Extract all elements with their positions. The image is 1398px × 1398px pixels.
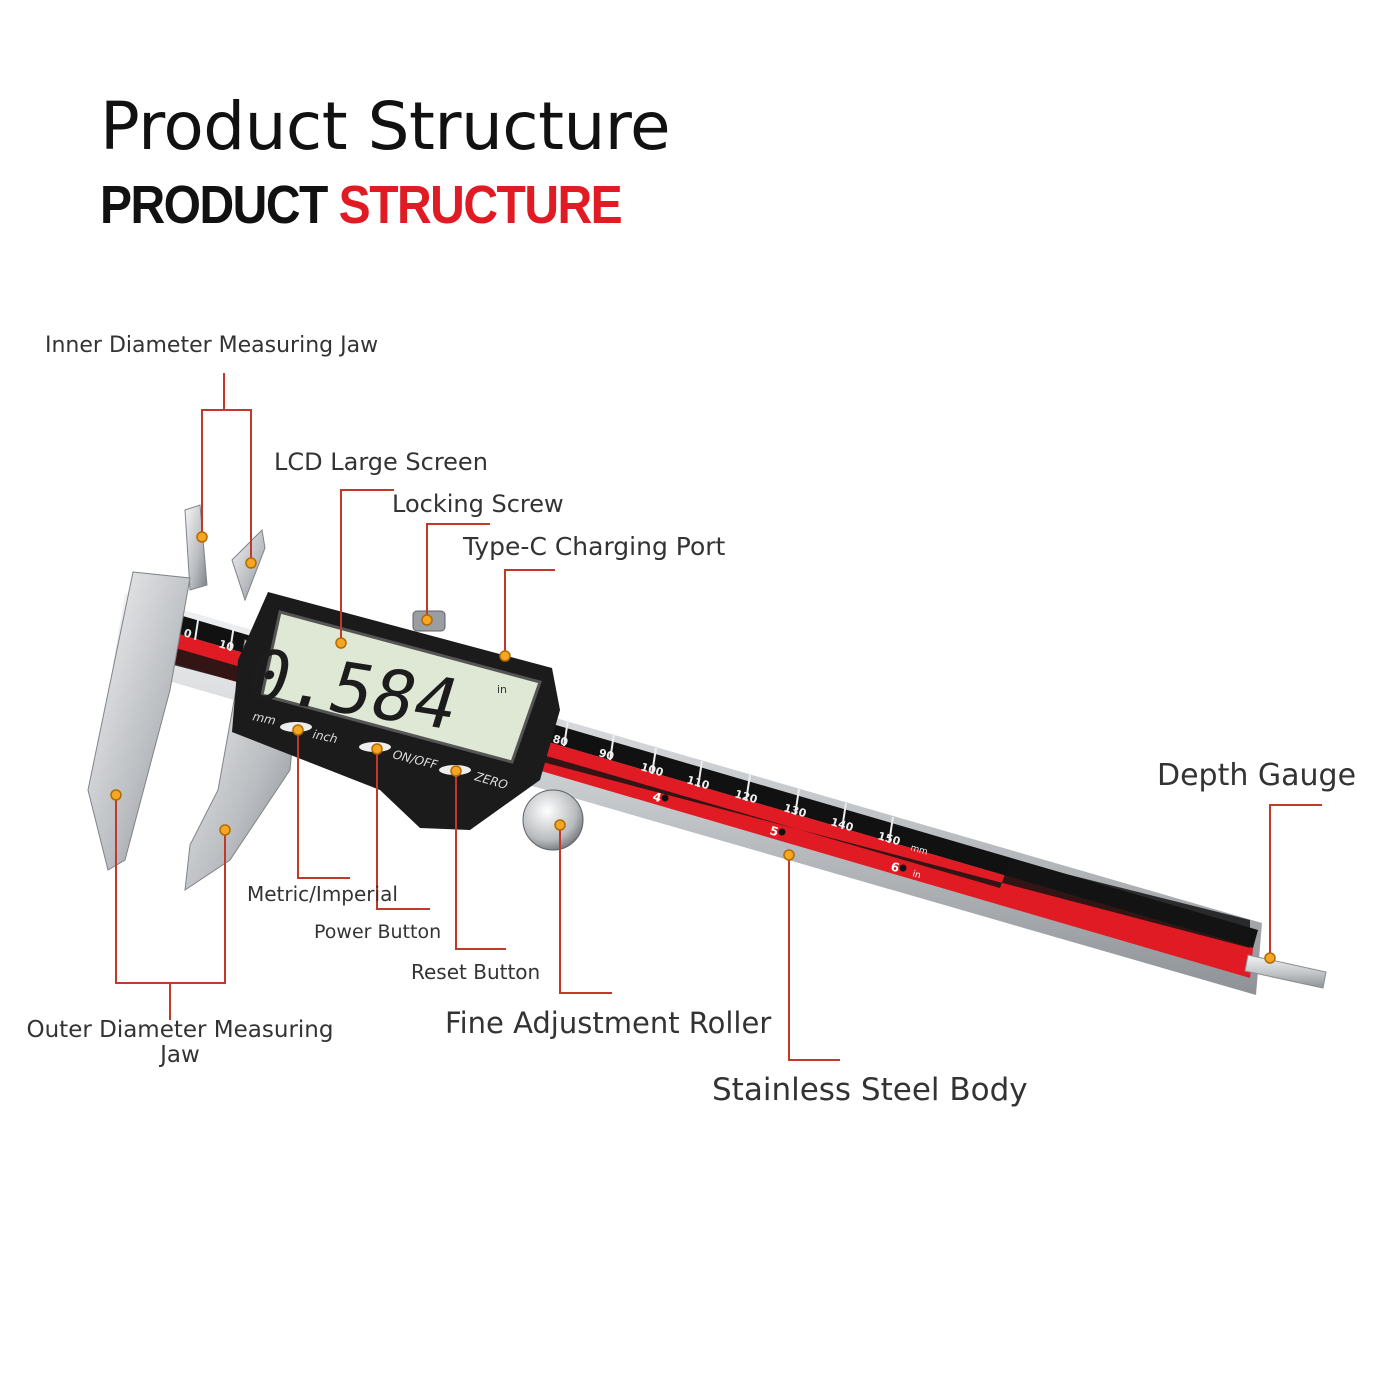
dot-typec <box>499 650 511 662</box>
dot-inner-left <box>196 531 208 543</box>
scale-tick-line <box>888 816 894 844</box>
inch-label: inch <box>311 727 339 746</box>
scale-tick-line <box>563 719 569 747</box>
mm-label: mm <box>251 709 277 728</box>
callout-line-lcd <box>340 489 394 643</box>
scale-inch-dot <box>661 794 669 802</box>
callout-line-typec <box>504 569 555 656</box>
label-lcd-screen: LCD Large Screen <box>274 448 488 476</box>
scale-tick-line <box>841 802 847 830</box>
callout-line-inner-right <box>224 409 252 563</box>
scale-unit-in: in <box>911 869 922 881</box>
outer-jaw-fixed <box>87 571 191 871</box>
label-locking-screw: Locking Screw <box>392 490 564 518</box>
label-power-button: Power Button <box>314 921 442 943</box>
callout-dots <box>110 531 1276 964</box>
callout-line-depth <box>1269 804 1322 958</box>
label-type-c-port: Type-C Charging Port <box>463 532 726 561</box>
scale-tick-label: 90 <box>597 746 616 763</box>
scale-tick-label: 0 <box>182 626 193 641</box>
dot-lcd <box>335 637 347 649</box>
page-title: Product Structure <box>100 88 671 165</box>
scale-inch-dot <box>899 864 907 872</box>
scale-tick-line <box>651 747 657 775</box>
scale-tick-line <box>609 733 615 761</box>
callout-line-lock <box>426 523 490 620</box>
dot-outer-left <box>110 789 122 801</box>
callout-line-metric <box>297 730 350 879</box>
callout-line-steel <box>788 855 840 1061</box>
fine-roller-wheel <box>522 789 584 851</box>
dot-metric <box>292 724 304 736</box>
scale-tick-label: 100 <box>639 760 665 779</box>
scale-tick-label: 80 <box>551 732 570 749</box>
label-fine-roller: Fine Adjustment Roller <box>445 1006 772 1040</box>
lcd-screen <box>260 610 542 764</box>
callout-line-reset <box>455 771 506 950</box>
label-metric-imperial: Metric/Imperial <box>247 882 398 906</box>
scale-tick-line <box>697 760 703 788</box>
label-depth-gauge: Depth Gauge <box>1157 758 1357 793</box>
dot-inner-right <box>245 557 257 569</box>
scale-inch-label: 5 <box>768 823 780 839</box>
scale-tick-label: 150 <box>876 829 902 848</box>
scale-tick-line <box>794 788 800 816</box>
scale-inch-dot <box>778 828 786 836</box>
scale-ticks: 0 10 80 90 100 110 120 130 140 150 mm 4 5 6 in <box>182 613 929 881</box>
callout-line-power <box>376 749 430 910</box>
scale-unit-mm: mm <box>909 843 929 857</box>
callout-line-inner-left <box>201 373 225 537</box>
label-outer-jaw: Outer Diameter Measuring Jaw <box>26 1017 334 1068</box>
page-subtitle: PRODUCT STRUCTURE <box>100 175 623 237</box>
lcd-housing: 0.584 in mm inch ON/OFF ZERO <box>232 592 560 830</box>
callout-lines <box>115 373 1322 1061</box>
label-steel-body: Stainless Steel Body <box>712 1072 1028 1108</box>
scale-tick-line <box>194 613 200 641</box>
label-reset-button: Reset Button <box>411 960 541 984</box>
scale-tick-label: 120 <box>733 787 759 806</box>
dot-steel <box>783 849 795 861</box>
scale-tick-label: 140 <box>829 815 855 834</box>
depth-gauge-rod <box>1244 954 1327 989</box>
dot-power <box>371 743 383 755</box>
dot-outer-right <box>219 824 231 836</box>
scale-inch-label: 4 <box>651 789 663 805</box>
beam-black-overlay <box>124 633 1250 948</box>
scale-tick-line <box>745 774 751 802</box>
subtitle-dark: PRODUCT <box>100 176 328 236</box>
dot-lock <box>421 614 433 626</box>
dot-depth <box>1264 952 1276 964</box>
scale-inch-label: 6 <box>889 859 901 875</box>
scale-tick-line <box>229 624 235 652</box>
scale-tick-label: 130 <box>782 801 808 820</box>
inner-jaw-fixed <box>184 504 208 591</box>
subtitle-red: STRUCTURE <box>338 176 623 236</box>
scale-tick-label: 110 <box>685 773 711 792</box>
lcd-unit: in <box>497 683 507 696</box>
scale-tick-label: 10 <box>217 637 236 654</box>
callout-line-fine <box>559 825 612 994</box>
dot-fine <box>554 819 566 831</box>
label-inner-jaw: Inner Diameter Measuring Jaw <box>45 333 379 358</box>
dot-reset <box>450 765 462 777</box>
